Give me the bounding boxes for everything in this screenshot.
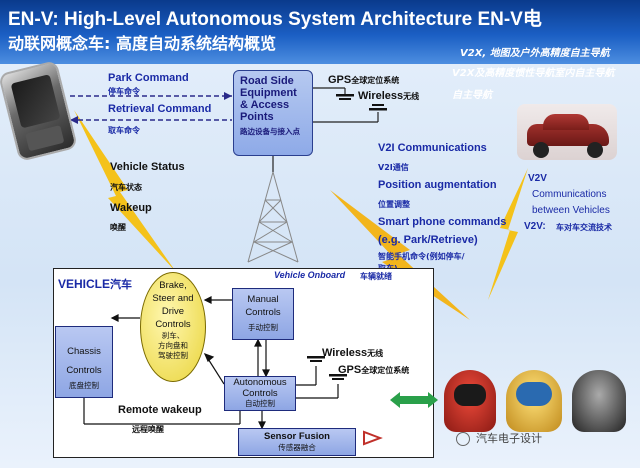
- gps-top-cn: 全球定位系统: [351, 76, 400, 85]
- v2x-line-2: V2X及高精度惯性导航室内自主导航: [452, 68, 615, 79]
- vehicle-gps-en: GPS: [338, 364, 362, 376]
- vehicle-wireless-cn: 无线: [367, 349, 384, 358]
- rsu-label: Road Side Equipment & Access Points: [240, 75, 297, 123]
- auto-line-1: Autonomous: [233, 377, 287, 388]
- remote-wakeup-label: Remote wakeup: [118, 404, 202, 416]
- wakeup-cn: 唤醒: [110, 223, 126, 232]
- brake-line-3: Drive: [161, 306, 185, 317]
- brake-cn-2: 方向盘和: [158, 341, 188, 350]
- v2v-between-label: between Vehicles: [532, 205, 610, 216]
- green-double-arrow-icon: [390, 392, 438, 408]
- sensor-fusion-box: Sensor Fusion 传感器融合: [238, 428, 356, 456]
- vehicle-title-en: VEHICLE: [58, 277, 111, 291]
- wireless-top-en: Wireless: [358, 90, 404, 102]
- brake-steer-drive-oval: Brake, Steer and Drive Controls 刹车、 方向盘和…: [140, 272, 206, 382]
- vehicle-onboard-cn: 车辆就绪: [360, 272, 392, 281]
- v2x-line-3: 自主导航: [452, 90, 492, 101]
- chassis-line-2: Controls: [66, 365, 102, 376]
- wakeup-label: Wakeup: [110, 202, 152, 214]
- watermark-label: 汽车电子设计: [456, 430, 542, 446]
- smartphone-cmd-example: (e.g. Park/Retrieve): [378, 234, 478, 246]
- vehicle-onboard-label: Vehicle Onboard: [274, 270, 346, 280]
- manual-line-1: Manual: [247, 294, 279, 305]
- auto-line-2: Controls: [242, 388, 278, 399]
- v2v-cn: 车对车交流技术: [556, 223, 612, 232]
- wireless-top-cn: 无线: [403, 92, 420, 101]
- vehicle-gps-label: GPS全球定位系统: [338, 364, 409, 376]
- park-command-label: Park Command: [108, 72, 189, 84]
- brake-cn-3: 驾驶控制: [158, 351, 188, 360]
- manual-controls-box: Manual Controls 手动控制: [232, 288, 294, 340]
- brake-line-4: Controls: [155, 319, 191, 330]
- vehicle-gps-cn: 全球定位系统: [361, 366, 410, 375]
- gps-top-label: GPS全球定位系统: [328, 74, 399, 86]
- page-subtitle: 动联网概念车: 高度自动系统结构概览: [8, 34, 276, 53]
- smartphone-cmd-label: Smart phone commands: [378, 216, 507, 228]
- sensor-cn: 传感器融合: [278, 443, 316, 452]
- tower-icon: [247, 171, 299, 263]
- position-aug-label: Position augmentation: [378, 179, 497, 191]
- position-aug-cn: 位置调整: [378, 200, 410, 209]
- rsu-cn-label: 路边设备与接入点: [240, 127, 300, 136]
- v2i-comm-label: V2I Communications: [378, 142, 487, 154]
- env-vehicles-image: [444, 366, 632, 436]
- vehicle-wireless-label: Wireless无线: [322, 347, 383, 359]
- retrieval-command-label: Retrieval Command: [108, 103, 212, 115]
- chassis-line-1: Chassis: [67, 346, 101, 357]
- remote-wakeup-cn: 远程唤醒: [132, 425, 164, 434]
- smartphone-cmd-cn: 智能手机命令(例如停车/: [378, 252, 465, 261]
- v2x-line-1: V2X, 地图及户外高精度自主导航: [460, 48, 610, 59]
- brake-line-1: Brake,: [159, 280, 187, 291]
- chassis-cn: 底盘控制: [69, 381, 99, 390]
- vehicle-title: VEHICLE汽车: [58, 276, 132, 292]
- v2v-comm-label: Communications: [532, 189, 607, 200]
- sensor-triangle-icon: [363, 430, 383, 446]
- sensor-label: Sensor Fusion: [264, 431, 330, 442]
- park-command-cn: 停车命令: [108, 87, 140, 96]
- road-side-equipment-box: Road Side Equipment & Access Points 路边设备…: [233, 70, 313, 156]
- brake-cn-1: 刹车、: [161, 331, 185, 340]
- title-banner: [0, 0, 640, 64]
- lightning-phone-icon: [74, 110, 176, 272]
- vehicle-status-cn: 汽车状态: [110, 183, 142, 192]
- wireless-top-label: Wireless无线: [358, 90, 419, 102]
- car-image: [517, 104, 617, 160]
- brake-line-2: Steer and: [152, 293, 194, 304]
- page-title: EN-V: High-Level Autonomous System Archi…: [8, 9, 542, 30]
- wechat-icon: [456, 432, 470, 446]
- vehicle-title-cn: 汽车: [110, 279, 133, 291]
- retrieval-command-cn: 取车命令: [108, 126, 140, 135]
- vehicle-wireless-en: Wireless: [322, 347, 368, 359]
- v2i-comm-cn: V2I通信: [378, 163, 409, 172]
- v2v-label: V2V: [528, 173, 547, 184]
- v2v-prefix: V2V:: [524, 221, 546, 232]
- watermark-text: 汽车电子设计: [476, 432, 542, 445]
- vehicle-status-label: Vehicle Status: [110, 161, 185, 173]
- autonomous-controls-box: Autonomous Controls 自动控制: [224, 376, 296, 411]
- lightning-v2i-icon: [330, 190, 470, 320]
- gps-top-en: GPS: [328, 74, 352, 86]
- manual-line-2: Controls: [245, 307, 281, 318]
- chassis-controls-box: Chassis Controls 底盘控制: [55, 326, 113, 398]
- manual-cn: 手动控制: [248, 323, 278, 332]
- auto-cn: 自动控制: [245, 399, 275, 408]
